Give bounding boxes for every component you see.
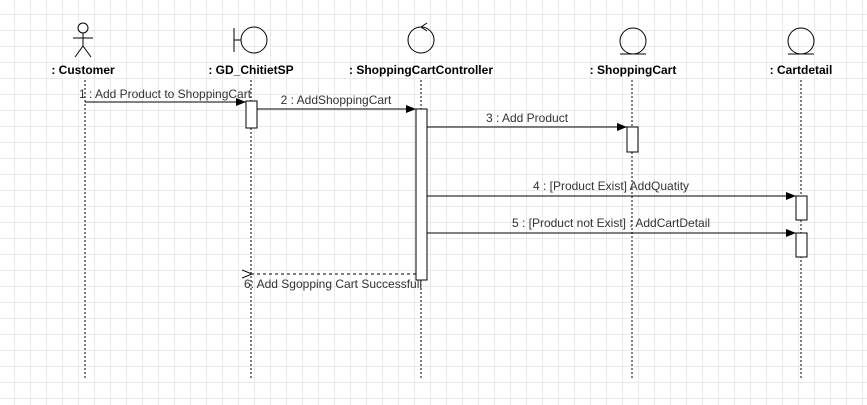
participant-shoppingcart[interactable]: : ShoppingCart bbox=[590, 27, 677, 378]
message-1[interactable]: 1 : Add Product to ShoppingCart bbox=[79, 87, 252, 106]
message-5[interactable]: 5 : [Product not Exist] : AddCartDetail bbox=[427, 216, 796, 237]
message-6[interactable]: 6: Add Sgopping Cart Successfull bbox=[244, 274, 422, 291]
message-label: 4 : [Product Exist] AddQuatity bbox=[533, 179, 689, 193]
message-2[interactable]: 2 : AddShoppingCart bbox=[257, 93, 416, 113]
message-label: 6: Add Sgopping Cart Successfull bbox=[244, 277, 422, 291]
participant-name-cartdetail: : Cartdetail bbox=[770, 63, 833, 77]
activation-bar bbox=[245, 100, 258, 129]
boundary-icon bbox=[233, 26, 268, 54]
control-icon bbox=[407, 22, 435, 54]
activation-bar bbox=[795, 232, 808, 258]
message-label: 3 : Add Product bbox=[486, 111, 569, 125]
participant-name-shoppingcart: : ShoppingCart bbox=[590, 63, 677, 77]
activation-bar bbox=[795, 195, 808, 221]
actor-icon bbox=[73, 22, 93, 58]
participant-name-gd-chitietsp: : GD_ChitietSP bbox=[208, 63, 293, 77]
participant-name-shoppingcartcontroller: : ShoppingCartController bbox=[349, 63, 493, 77]
message-label: 5 : [Product not Exist] : AddCartDetail bbox=[512, 216, 710, 230]
message-3[interactable]: 3 : Add Product bbox=[427, 111, 627, 131]
message-label: 1 : Add Product to ShoppingCart bbox=[79, 87, 252, 101]
activation-bar bbox=[626, 126, 639, 153]
message-label: 2 : AddShoppingCart bbox=[281, 93, 392, 107]
activation-bar bbox=[415, 108, 428, 281]
participant-name-customer: : Customer bbox=[51, 63, 115, 77]
participant-gd-chitietsp[interactable]: : GD_ChitietSP bbox=[208, 26, 294, 378]
entity-icon bbox=[787, 27, 815, 55]
participant-customer[interactable]: : Customer bbox=[51, 22, 115, 378]
message-4[interactable]: 4 : [Product Exist] AddQuatity bbox=[427, 179, 796, 200]
participant-cartdetail[interactable]: : Cartdetail bbox=[770, 27, 833, 378]
participant-shoppingcartcontroller[interactable]: : ShoppingCartController bbox=[349, 22, 493, 378]
entity-icon bbox=[619, 27, 647, 55]
